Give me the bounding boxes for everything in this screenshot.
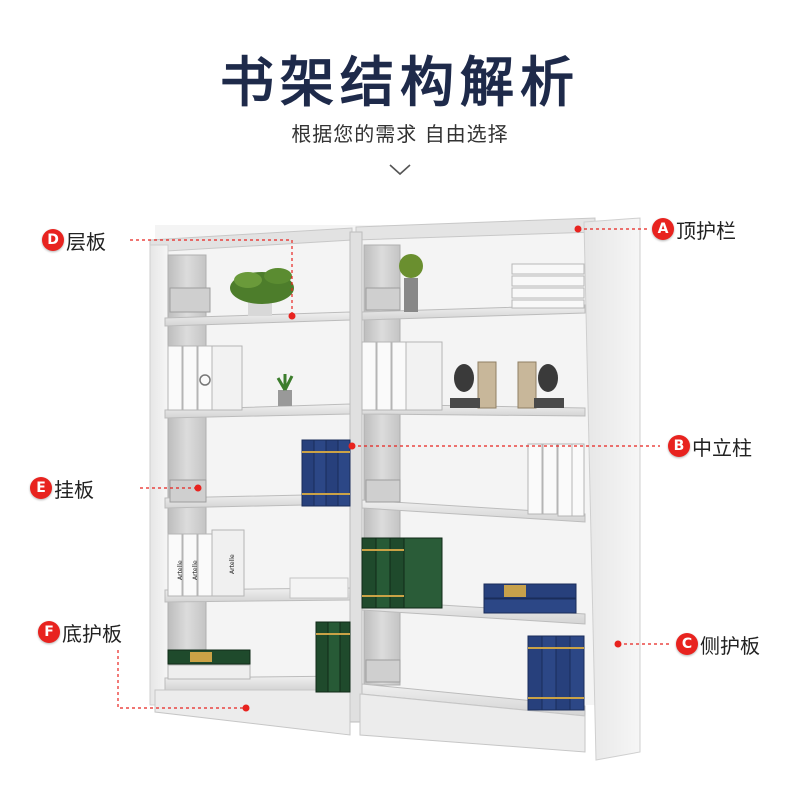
hanging-plates [169,287,401,683]
callout-f: F 底护板 [38,617,122,647]
bottom-guard-left [154,689,351,736]
callout-b-label: 中立柱 [692,435,752,460]
callout-e-badge: E [30,477,52,499]
tissue-box [289,577,349,599]
leader-d [130,239,293,314]
white-binder-box-left: Artelle Artelle Artelle [167,529,245,597]
leader-f [117,650,246,709]
box-label-text: Artelle [229,554,236,574]
spine-text-2: Artelle [192,560,199,580]
flat-blue-books [483,583,577,614]
leader-lines [117,228,672,709]
blue-books-left [301,439,351,507]
callout-e: E 挂板 [30,473,94,503]
left-side-panel [149,244,169,706]
page-subtitle: 根据您的需求 自由选择 [291,122,509,146]
green-books-left-bottom [315,621,351,693]
green-books-right [361,537,443,609]
callout-a-label: 顶护栏 [676,218,736,243]
callout-f-badge: F [38,621,60,643]
bottom-guard-right [359,693,586,753]
white-binders-right-2 [527,443,585,517]
plant-large [230,268,294,316]
callout-e-label: 挂板 [54,477,94,502]
callout-b: B 中立柱 [668,431,752,461]
callout-b-badge: B [668,435,690,457]
thinker-bookend-2 [517,361,564,409]
plant-small-1 [399,254,423,312]
callout-d-label: 层板 [66,229,106,254]
callout-c-badge: C [676,633,698,655]
callout-d-badge: D [42,229,64,251]
spine-text-1: Artelle [177,560,184,580]
callout-d: D 层板 [42,225,106,255]
callout-a-badge: A [652,218,674,240]
callout-c-label: 侧护板 [700,633,760,658]
blue-books-right-bottom [527,635,585,711]
chevron-down-icon [389,164,411,176]
page-title: 书架结构解析 [220,51,580,114]
white-binders-left [167,345,243,411]
white-binders-right [361,341,443,411]
middle-post [349,231,363,723]
left-post [167,254,207,686]
plant-small-2 [276,374,294,406]
callout-f-label: 底护板 [62,621,122,646]
white-books-top [511,263,585,309]
thinker-bookend-1 [450,361,497,409]
flat-green-books [167,649,251,680]
leader-dots [194,225,622,712]
callout-c: C 侧护板 [676,629,760,659]
callout-a: A 顶护栏 [652,214,736,244]
right-side-panel [583,217,641,761]
